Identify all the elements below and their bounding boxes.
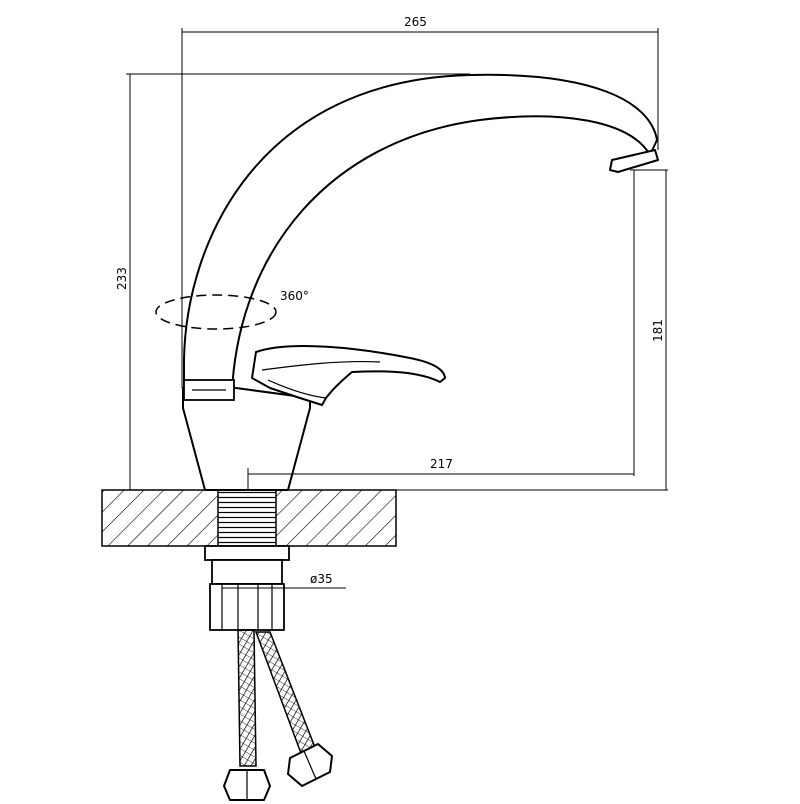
- rotation-label: 360°: [280, 289, 309, 303]
- rotation-indicator: 360°: [155, 289, 309, 330]
- dimension-overall-length: 265: [181, 15, 659, 388]
- countertop: [101, 489, 397, 547]
- spout: [183, 73, 659, 391]
- dimension-total-height: 233: [115, 73, 470, 490]
- dimension-mount-diameter: ø35: [222, 572, 346, 589]
- faucet-body: [182, 379, 311, 491]
- dimension-spout-height: 181: [396, 169, 668, 491]
- dimension-label-217: 217: [430, 457, 453, 471]
- dimension-spout-reach: 217: [247, 170, 635, 490]
- dimension-label-181: 181: [651, 319, 665, 342]
- lever-handle: [251, 345, 446, 406]
- dimension-label-265: 265: [404, 15, 427, 29]
- mounting-assembly: [204, 545, 290, 631]
- dimension-label-diameter: ø35: [310, 572, 333, 586]
- dimension-label-233: 233: [115, 267, 129, 290]
- flexible-hoses: [223, 629, 333, 801]
- spout-aerator: [609, 149, 659, 173]
